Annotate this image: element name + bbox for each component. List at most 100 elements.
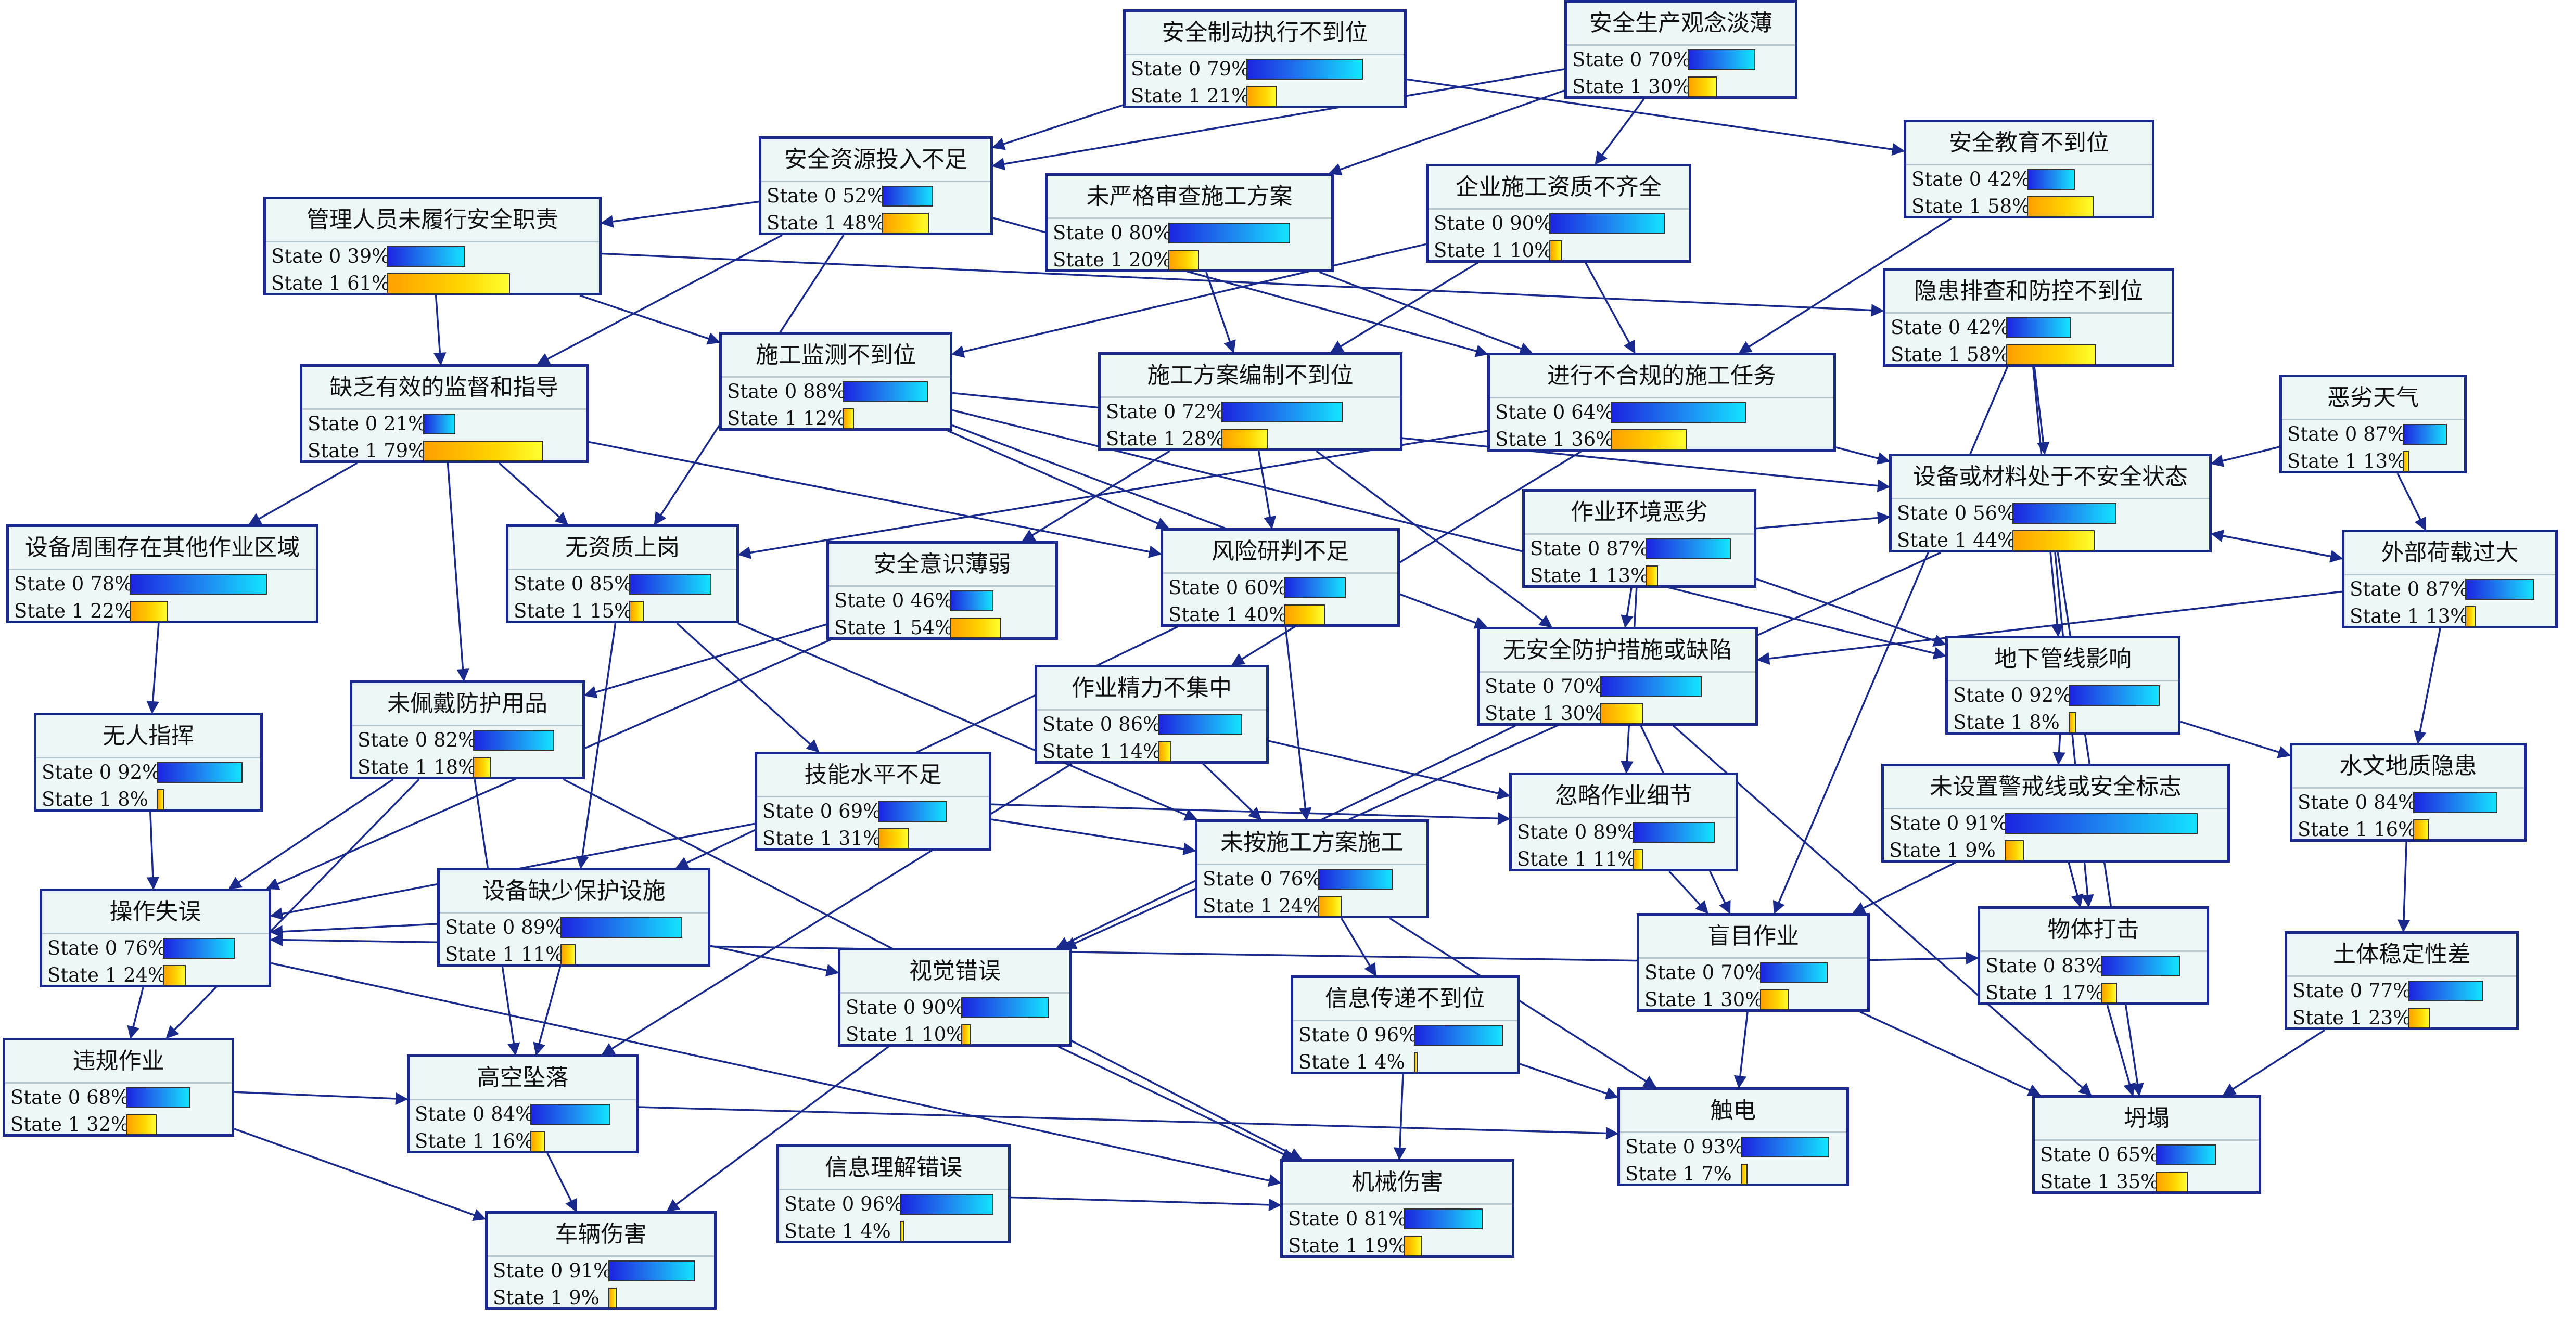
edge-arrow (127, 987, 144, 1039)
state-0-row: State 0 92% (1948, 682, 2178, 709)
edge-arrow (1519, 1063, 1619, 1100)
state-1-bar (1246, 86, 1277, 107)
node-title: 风险研判不足 (1163, 531, 1397, 574)
node-title: 信息理解错误 (779, 1147, 1008, 1190)
state-0-row: State 0 70% (1567, 46, 1795, 73)
node-title: 操作失误 (42, 891, 269, 934)
node-title: 机械伤害 (1283, 1162, 1512, 1205)
state-1-row: State 1 79% (302, 438, 586, 465)
state-0-row: State 0 46% (829, 587, 1055, 614)
node-title: 地下管线影响 (1948, 638, 2178, 681)
state-0-bar (950, 590, 993, 611)
state-label: State 0 69% (762, 800, 882, 822)
edge-arrow (991, 68, 1565, 171)
state-label: State 1 58% (1911, 195, 2031, 217)
edge-arrow (1257, 451, 1277, 530)
state-1-row: State 1 8% (36, 786, 260, 813)
state-label: State 1 36% (1495, 428, 1614, 451)
state-0-row: State 0 83% (1980, 953, 2207, 980)
state-1-row: State 1 4% (1293, 1049, 1517, 1076)
node-title: 车辆伤害 (488, 1214, 714, 1257)
state-label: State 0 46% (834, 589, 953, 612)
network-node[interactable]: 忽略作业细节 State 0 89% State 1 11% (1509, 773, 1738, 871)
state-1-bar (473, 757, 491, 778)
state-1-bar (2006, 344, 2096, 365)
edge-arrow (2210, 446, 2280, 467)
state-label: State 0 52% (767, 185, 886, 207)
edge-arrow (2052, 734, 2065, 765)
edge-arrow (2180, 721, 2291, 758)
state-label: State 0 70% (1644, 961, 1764, 984)
state-label: State 1 17% (1985, 982, 2105, 1004)
state-1-row: State 1 11% (1512, 846, 1736, 873)
state-1-row: State 1 48% (761, 210, 990, 237)
node-title: 施工方案编制不到位 (1101, 355, 1400, 398)
state-1-row: State 1 40% (1163, 601, 1397, 628)
node-title: 高空坠落 (410, 1057, 636, 1100)
state-1-row: State 1 13% (2282, 448, 2464, 475)
state-1-row: State 1 13% (1525, 562, 1754, 589)
state-label: State 0 89% (1517, 821, 1636, 843)
node-title: 忽略作业细节 (1512, 775, 1736, 818)
state-label: State 0 76% (47, 937, 167, 959)
state-1-bar (387, 273, 510, 294)
state-0-bar (130, 574, 267, 595)
edge-arrow (2222, 1029, 2326, 1096)
node-title: 缺乏有效的监督和指导 (302, 367, 586, 410)
edge-arrow (1319, 271, 1533, 355)
edge-arrow (2414, 628, 2441, 744)
state-1-bar (1284, 604, 1325, 625)
state-0-bar (1600, 676, 1702, 697)
state-0-bar (1688, 49, 1755, 70)
state-1-row: State 1 14% (1037, 738, 1266, 765)
state-0-bar (126, 1087, 190, 1108)
state-1-bar (961, 1024, 971, 1045)
state-label: State 0 82% (358, 729, 477, 751)
state-0-row: State 0 79% (1126, 56, 1404, 83)
state-label: State 1 32% (10, 1113, 130, 1136)
